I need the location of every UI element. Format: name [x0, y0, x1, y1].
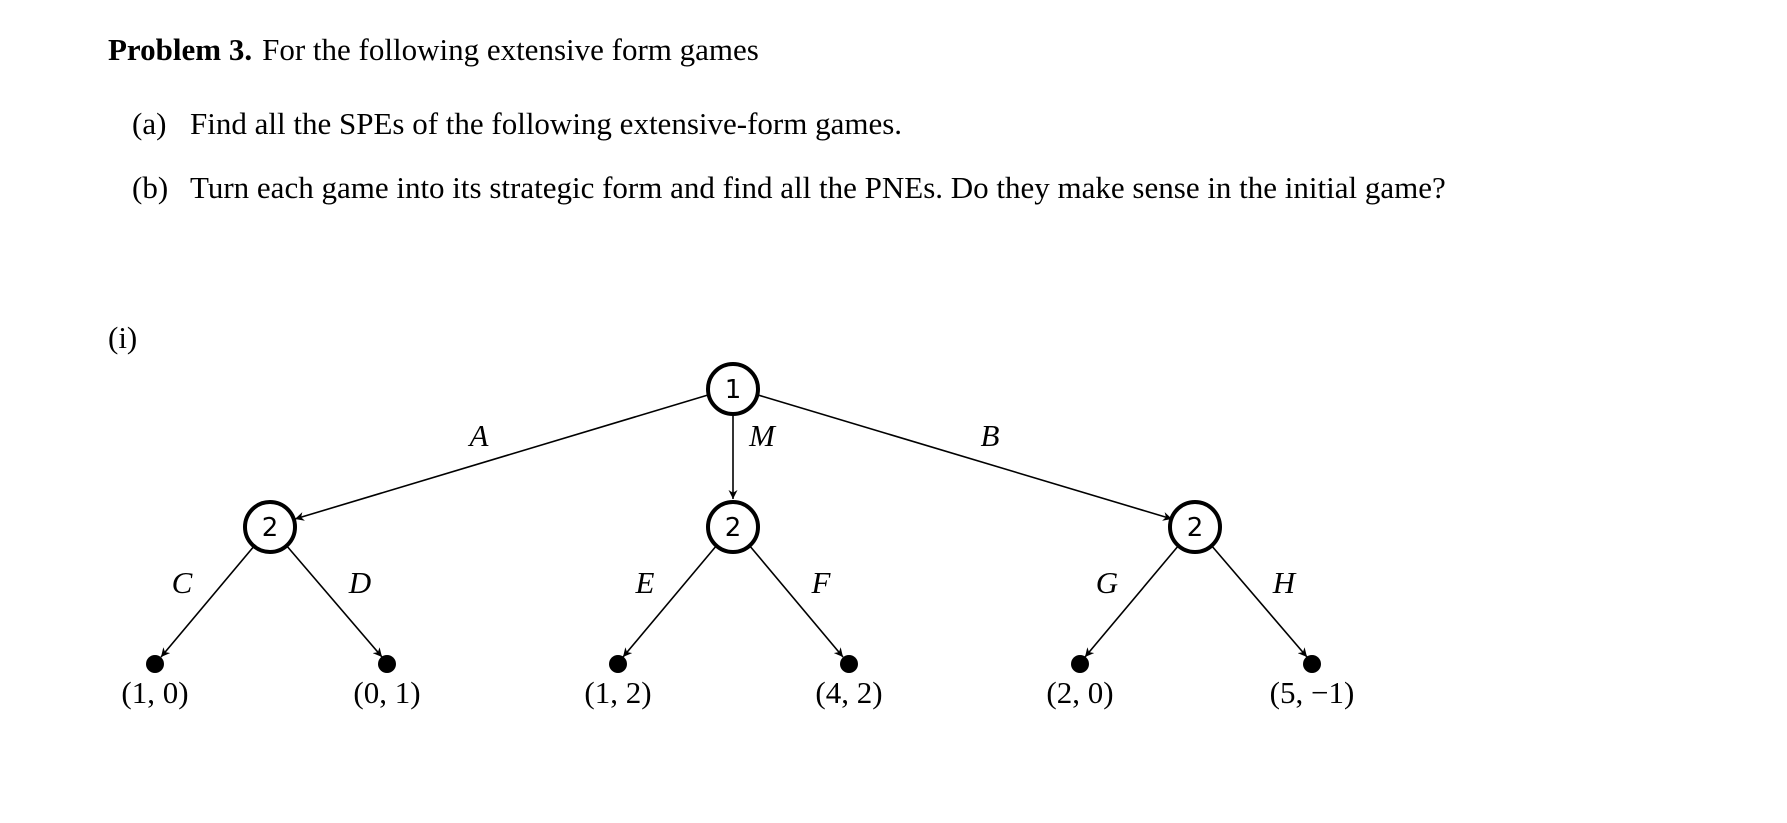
left-node: 2 [243, 500, 297, 554]
part-a-label: (a) [132, 106, 167, 141]
part-b: (b) Turn each game into its strategic for… [132, 168, 1446, 208]
edge-right-left [1084, 544, 1180, 658]
action-e-label: E [635, 565, 655, 600]
part-a: (a) Find all the SPEs of the following ex… [132, 104, 902, 144]
payoff-3: (1, 2) [584, 675, 651, 710]
action-b-label: B [981, 418, 1000, 453]
problem-intro: For the following extensive form games [262, 32, 759, 67]
action-d-label: D [348, 565, 371, 600]
middle-node: 2 [706, 500, 760, 554]
payoff-6: (5, −1) [1270, 675, 1355, 710]
action-f-label: F [811, 565, 832, 600]
payoff-4: (4, 2) [815, 675, 882, 710]
edge-middle-right [748, 544, 844, 658]
leaf-3 [609, 655, 627, 673]
payoff-5: (2, 0) [1046, 675, 1113, 710]
leaf-5 [1071, 655, 1089, 673]
action-g-label: G [1096, 565, 1118, 600]
edge-right-right [1210, 544, 1308, 658]
middle-player-label: 2 [725, 513, 742, 543]
right-player-label: 2 [1187, 513, 1204, 543]
edge-root-right [757, 394, 1173, 521]
action-c-label: C [172, 565, 193, 600]
leaf-4 [840, 655, 858, 673]
root-player-label: 1 [725, 375, 742, 405]
root-node: 1 [706, 362, 760, 416]
part-b-text: Turn each game into its strategic form a… [190, 170, 1446, 205]
part-b-label: (b) [132, 170, 169, 205]
leaf-6 [1303, 655, 1321, 673]
problem-title: Problem 3. [108, 32, 253, 67]
action-h-label: H [1272, 565, 1297, 600]
edge-left-left [160, 544, 256, 658]
leaf-1 [146, 655, 164, 673]
right-node: 2 [1168, 500, 1222, 554]
leaf-2 [378, 655, 396, 673]
part-a-text: Find all the SPEs of the following exten… [190, 106, 903, 141]
action-a-label: A [468, 418, 490, 453]
problem-heading: Problem 3. For the following extensive fo… [108, 30, 759, 70]
payoff-1: (1, 0) [121, 675, 188, 710]
edge-middle-left [622, 544, 718, 658]
action-m-label: M [748, 418, 777, 453]
left-player-label: 2 [262, 513, 279, 543]
payoff-2: (0, 1) [353, 675, 420, 710]
edge-root-left [294, 394, 709, 521]
edge-left-right [285, 544, 383, 658]
game-label: (i) [108, 320, 138, 355]
